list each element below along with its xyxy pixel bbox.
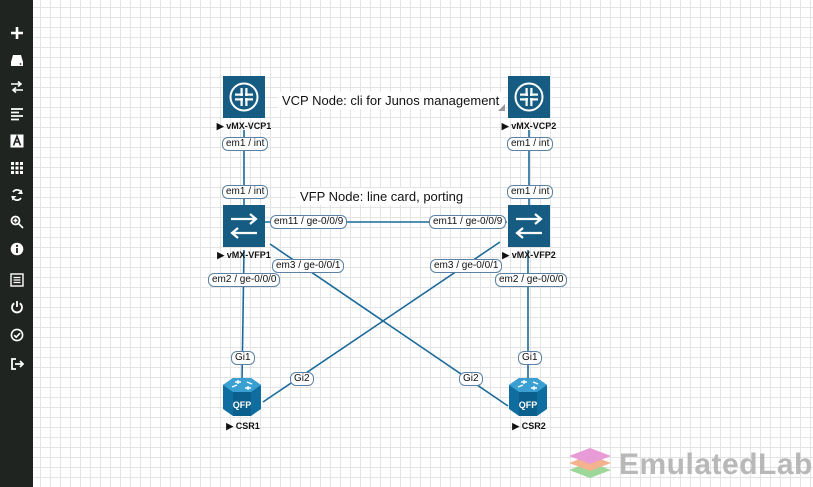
- nodes-button[interactable]: [0, 46, 33, 73]
- text-note-vcp[interactable]: VCP Node: cli for Junos management: [278, 92, 506, 111]
- node-csr1[interactable]: QFP ▶ CSR1: [220, 375, 264, 433]
- refresh-icon: [10, 188, 23, 201]
- interface-label-vcp2-em1[interactable]: em1 / int: [507, 137, 554, 151]
- sign-out-icon: [10, 357, 24, 370]
- interface-label-csr2-gi1[interactable]: Gi1: [518, 351, 542, 365]
- node-vmx-vfp1[interactable]: ▶ vMX-VFP1: [217, 205, 271, 263]
- node-vmx-vcp2[interactable]: ▶ vMX-VCP2: [502, 76, 556, 134]
- power-icon: [10, 300, 23, 313]
- resize-handle-icon[interactable]: [498, 104, 506, 111]
- svg-text:QFP: QFP: [233, 400, 252, 410]
- refresh-button[interactable]: [0, 181, 33, 208]
- router-icon: [223, 76, 265, 118]
- interface-label-vfp1-em1[interactable]: em1 / int: [222, 185, 269, 199]
- router-icon: [508, 76, 550, 118]
- node-label: ▶ vMX-VFP1: [217, 250, 271, 260]
- drive-icon: [10, 54, 23, 66]
- interface-label-csr1-gi1[interactable]: Gi1: [231, 351, 255, 365]
- switch-icon: [223, 205, 265, 247]
- switch-icon: [508, 205, 550, 247]
- svg-text:QFP: QFP: [519, 400, 538, 410]
- zoom-button[interactable]: [0, 208, 33, 235]
- node-label: ▶ vMX-VFP2: [502, 250, 556, 260]
- startup-configs-button[interactable]: [0, 100, 33, 127]
- close-lab-button[interactable]: [0, 350, 33, 377]
- grid-icon: [10, 161, 23, 174]
- topology-canvas[interactable]: [33, 0, 813, 487]
- node-label: ▶ vMX-VCP2: [501, 121, 557, 131]
- pictures-button[interactable]: [0, 154, 33, 181]
- node-csr2[interactable]: QFP ▶ CSR2: [506, 375, 550, 433]
- lab-details-button[interactable]: [0, 266, 33, 293]
- lock-lab-button[interactable]: [0, 321, 33, 348]
- align-left-icon: [10, 107, 23, 120]
- node-label: ▶ CSR1: [226, 421, 260, 431]
- node-label: ▶ CSR2: [512, 421, 546, 431]
- interface-label-csr2-gi2[interactable]: Gi2: [459, 372, 483, 386]
- text-note-vfp[interactable]: VFP Node: line card, porting: [296, 188, 468, 205]
- list-icon: [9, 272, 24, 287]
- note-text: VFP Node: line card, porting: [300, 189, 464, 204]
- interface-label-vfp1-em3[interactable]: em3 / ge-0/0/1: [272, 259, 345, 273]
- qfp-router-icon: QFP: [223, 378, 261, 416]
- text-button[interactable]: [0, 127, 33, 154]
- add-object-button[interactable]: [0, 19, 33, 46]
- layers-logo-icon: [569, 448, 611, 478]
- info-icon: [10, 242, 23, 255]
- interface-label-vcp1-em1[interactable]: em1 / int: [222, 137, 269, 151]
- exchange-icon: [10, 80, 23, 93]
- interface-label-vfp2-em3[interactable]: em3 / ge-0/0/1: [430, 259, 503, 273]
- interface-label-csr1-gi2[interactable]: Gi2: [290, 372, 314, 386]
- zoom-icon: [10, 215, 24, 229]
- nodes-power-button[interactable]: [0, 293, 33, 320]
- plus-icon: [10, 26, 23, 39]
- qfp-router-icon: QFP: [509, 378, 547, 416]
- node-label: ▶ vMX-VCP1: [216, 121, 272, 131]
- emulatedlab-logo: EmulatedLab: [567, 444, 812, 486]
- interface-label-vfp1-em2[interactable]: em2 / ge-0/0/0: [208, 273, 281, 287]
- note-text: VCP Node: cli for Junos management: [282, 93, 500, 108]
- status-button[interactable]: [0, 235, 33, 262]
- logo-text: EmulatedLab: [619, 448, 813, 481]
- node-vmx-vcp1[interactable]: ▶ vMX-VCP1: [217, 76, 271, 134]
- node-vmx-vfp2[interactable]: ▶ vMX-VFP2: [502, 205, 556, 263]
- interface-label-vfp2-em2[interactable]: em2 / ge-0/0/0: [495, 273, 568, 287]
- interface-label-vfp2-em11[interactable]: em11 / ge-0/0/9: [429, 215, 507, 229]
- interface-label-vfp1-em11[interactable]: em11 / ge-0/0/9: [270, 215, 348, 229]
- interface-label-vfp2-em1[interactable]: em1 / int: [507, 185, 554, 199]
- sidebar: [0, 0, 33, 487]
- check-circle-icon: [10, 328, 23, 341]
- networks-button[interactable]: [0, 73, 33, 100]
- text-icon: [10, 133, 23, 147]
